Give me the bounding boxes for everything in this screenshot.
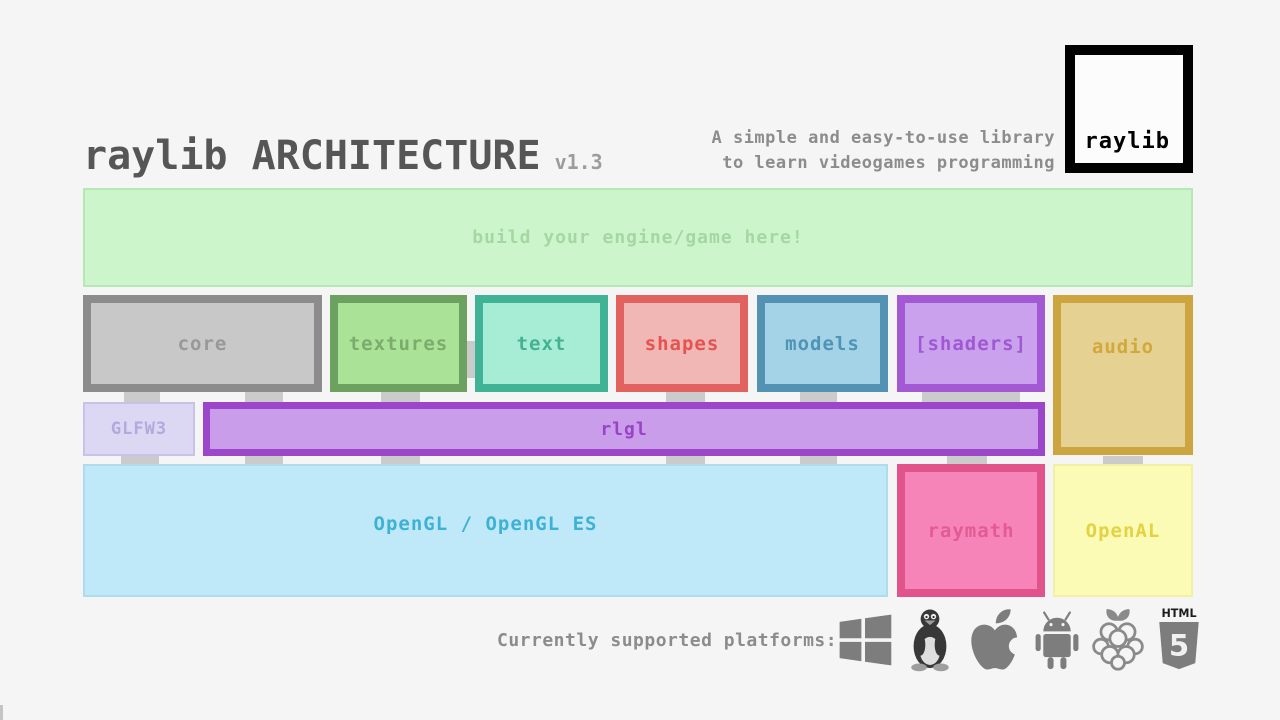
page-title: raylib ARCHITECTURE xyxy=(83,133,541,179)
connector-textures-rlgl xyxy=(381,392,420,403)
connector-audio-openal xyxy=(1103,456,1143,465)
connector-rlgl-opengl-2 xyxy=(381,456,420,465)
raspberry-pi-icon xyxy=(1092,609,1144,671)
module-core: core xyxy=(83,295,322,392)
connector-glfw3-opengl xyxy=(121,456,159,465)
connector-shapes-rlgl xyxy=(666,392,705,403)
html5-icon: HTML 5 xyxy=(1159,607,1199,670)
openal-box: OpenAL xyxy=(1053,464,1193,597)
connector-rlgl-opengl-4 xyxy=(800,456,837,465)
svg-text:5: 5 xyxy=(1169,628,1189,662)
platform-icons: HTML 5 xyxy=(836,604,1203,676)
version-label: v1.3 xyxy=(554,150,603,174)
opengl-box: OpenGL / OpenGL ES xyxy=(83,464,888,597)
connector-core-glfw3 xyxy=(124,392,160,403)
module-models: models xyxy=(757,295,888,392)
platforms-label: Currently supported platforms: xyxy=(497,630,838,651)
windows-icon xyxy=(839,614,892,666)
module-text-label: text xyxy=(516,332,567,355)
module-models-label: models xyxy=(785,332,860,355)
raymath-label: raymath xyxy=(927,519,1015,542)
apple-icon xyxy=(971,609,1022,670)
module-shapes-label: shapes xyxy=(644,332,720,355)
module-shapes: shapes xyxy=(616,295,748,392)
raylib-logo: raylib xyxy=(1065,45,1193,173)
module-shaders: [shaders] xyxy=(897,295,1045,392)
module-audio-label: audio xyxy=(1091,336,1155,358)
glfw3-box: GLFW3 xyxy=(83,402,195,456)
rlgl-label: rlgl xyxy=(600,418,648,440)
header: raylib ARCHITECTURE v1.3 xyxy=(83,133,603,179)
tagline-line-1: A simple and easy-to-use library xyxy=(711,128,1055,148)
module-textures-label: textures xyxy=(348,332,449,355)
connector-rlgl-opengl-1 xyxy=(245,456,283,465)
module-audio: audio xyxy=(1053,295,1193,455)
svg-text:HTML: HTML xyxy=(1161,607,1196,620)
tagline: A simple and easy-to-use library to lear… xyxy=(711,126,1055,176)
openal-label: OpenAL xyxy=(1085,519,1161,542)
engine-box: build your engine/game here! xyxy=(83,188,1193,287)
raylib-logo-text: raylib xyxy=(1084,129,1170,154)
engine-box-label: build your engine/game here! xyxy=(472,227,804,248)
connector-core-rlgl xyxy=(245,392,283,403)
connector-rlgl-raymath xyxy=(947,456,987,465)
connector-rlgl-opengl-3 xyxy=(666,456,705,465)
module-core-label: core xyxy=(177,332,228,355)
android-icon xyxy=(1035,611,1079,670)
connector-models-rlgl xyxy=(800,392,837,403)
module-text: text xyxy=(475,295,608,392)
linux-icon xyxy=(911,609,949,672)
connector-shaders-rlgl xyxy=(922,392,1020,403)
rlgl-box: rlgl xyxy=(203,402,1045,456)
module-textures: textures xyxy=(330,295,467,392)
tagline-line-2: to learn videogames programming xyxy=(722,153,1055,173)
glfw3-label: GLFW3 xyxy=(110,419,168,439)
opengl-label: OpenGL / OpenGL ES xyxy=(373,512,598,535)
screen-edge-artifact xyxy=(0,705,3,720)
raymath-box: raymath xyxy=(897,464,1045,597)
module-shaders-label: [shaders] xyxy=(915,332,1027,355)
